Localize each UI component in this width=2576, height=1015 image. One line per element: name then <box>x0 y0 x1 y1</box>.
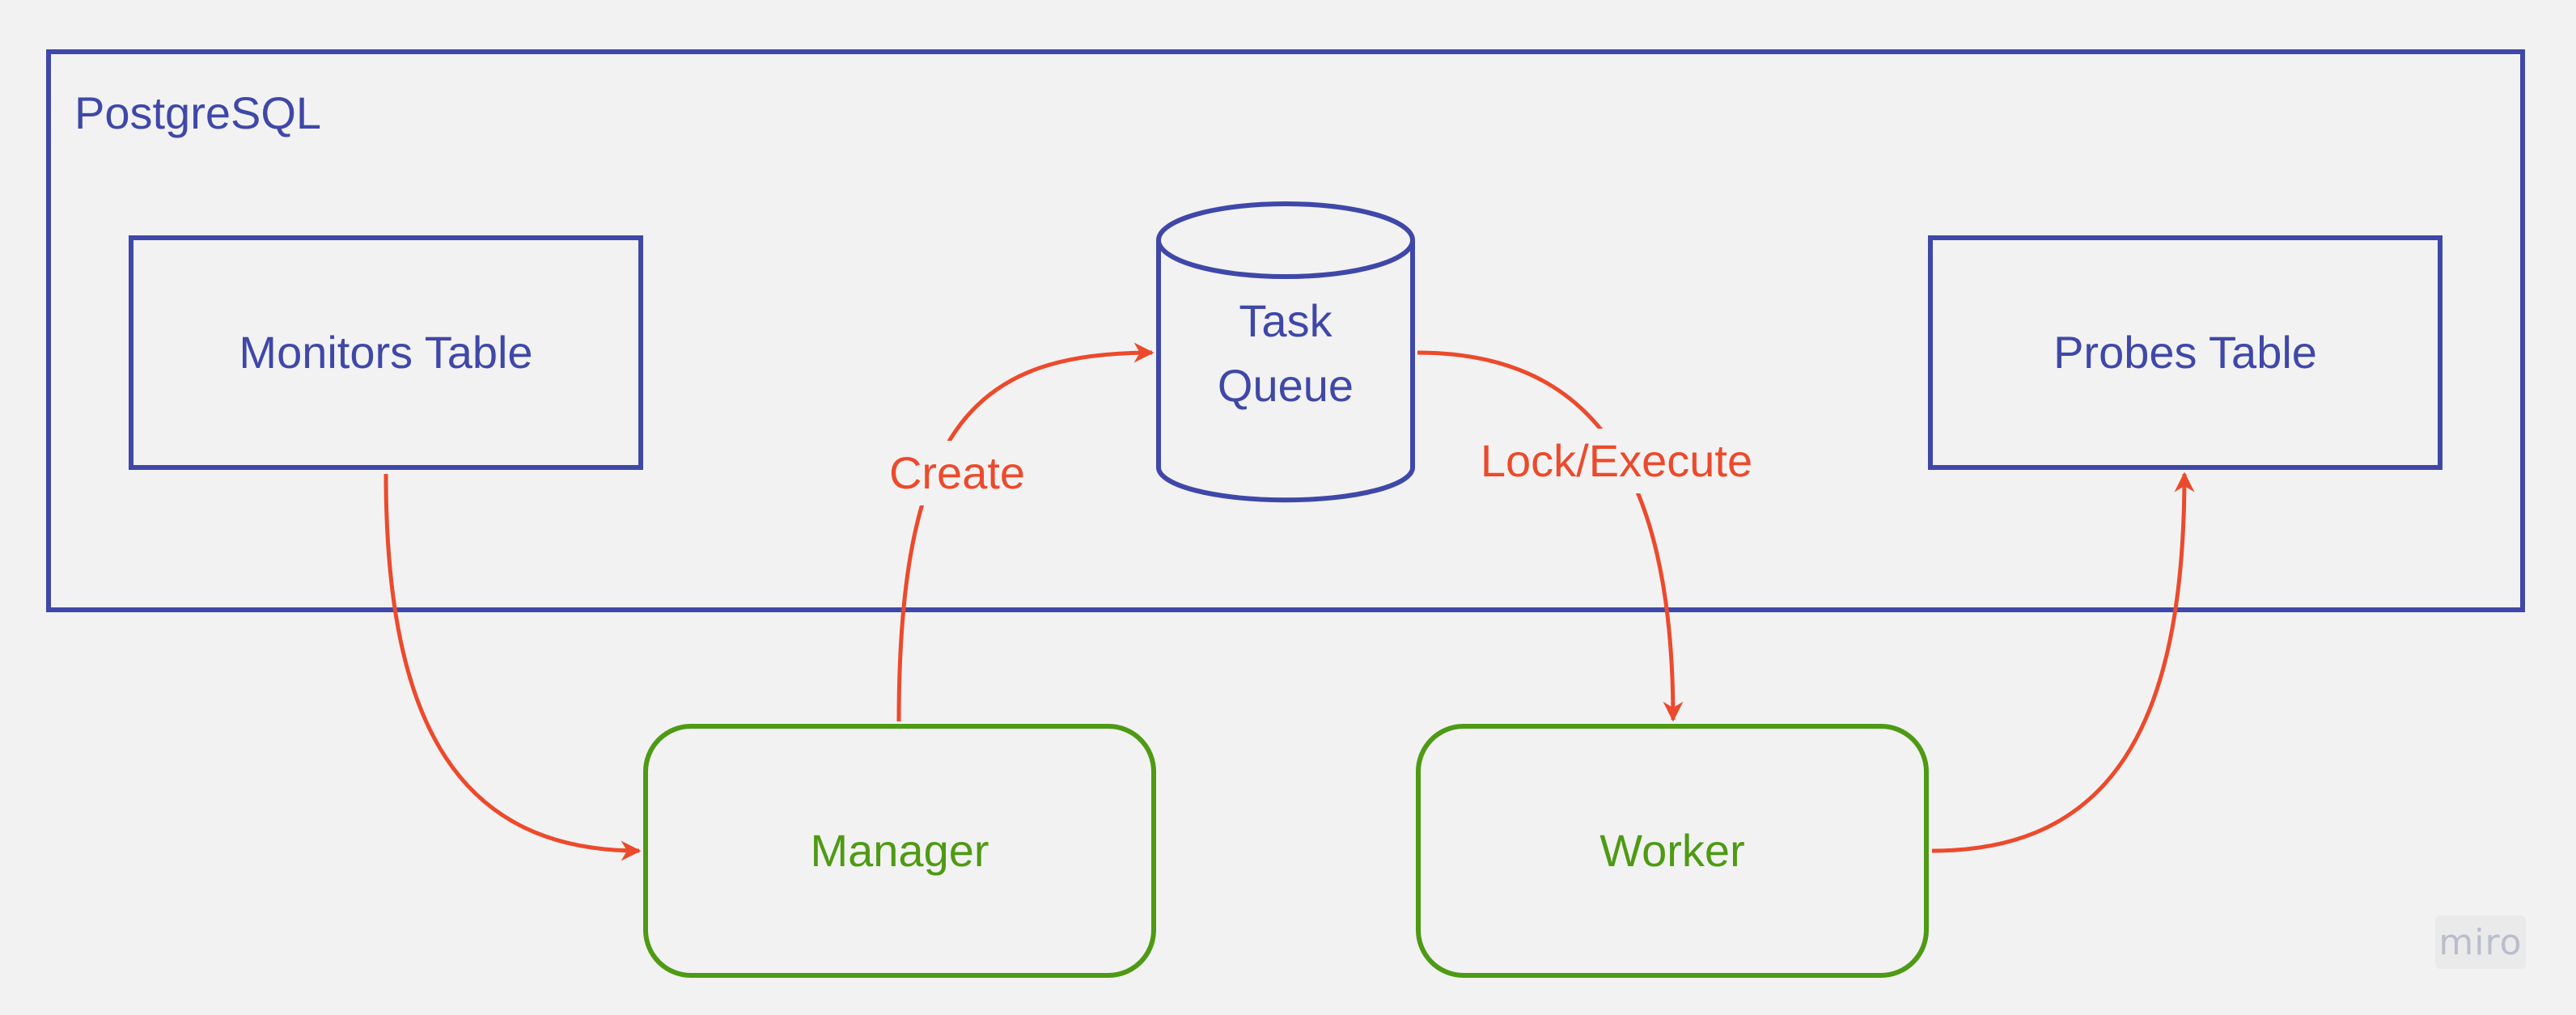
postgresql-container[interactable] <box>46 49 2525 612</box>
edge-worker-to-probes-table[interactable] <box>1931 472 2195 853</box>
probes-table-label: Probes Table <box>2053 327 2317 378</box>
edge-manager-to-task-queue[interactable] <box>896 342 1155 722</box>
edge-task-queue-to-worker[interactable] <box>1417 350 1684 722</box>
task-queue-label-line-2: Queue <box>1217 360 1354 411</box>
postgresql-label: PostgreSQL <box>74 87 322 138</box>
miro-watermark[interactable]: miro <box>2435 916 2526 969</box>
task-queue-label-line-1: Task <box>1239 295 1332 346</box>
manager-box[interactable] <box>643 724 1156 978</box>
create-edge-label: Create <box>866 441 1049 505</box>
lock-execute-edge-label: Lock/Execute <box>1456 429 1777 493</box>
worker-box[interactable] <box>1416 724 1929 978</box>
manager-label: Manager <box>810 825 989 876</box>
probes-table-box[interactable] <box>1928 235 2443 470</box>
monitors-table-label: Monitors Table <box>239 327 533 378</box>
edge-monitors-to-manager[interactable] <box>383 473 642 861</box>
monitors-table-box[interactable] <box>129 235 643 470</box>
task-queue-cylinder[interactable] <box>1156 201 1415 503</box>
worker-label: Worker <box>1599 825 1745 876</box>
